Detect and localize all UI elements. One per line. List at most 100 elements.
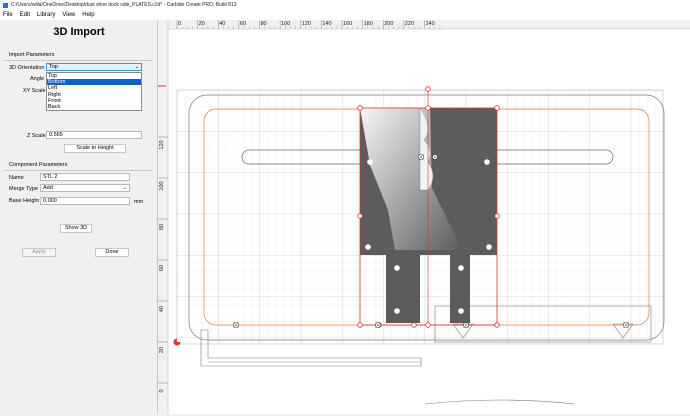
- mounting-hole: [394, 265, 400, 271]
- name-value: STL 2: [43, 174, 58, 180]
- x-tick-label: 160: [343, 21, 352, 27]
- orientation-label: 3D Orientation: [9, 65, 45, 71]
- selection-handle[interactable]: [425, 86, 431, 92]
- angle-label: Angle: [30, 76, 45, 82]
- mounting-hole: [367, 159, 373, 165]
- selection-handle[interactable]: [357, 213, 363, 219]
- orientation-select[interactable]: Top ⌄: [46, 63, 142, 71]
- z-scale-value: 0.565: [49, 132, 63, 138]
- selection-handle[interactable]: [357, 105, 363, 111]
- base-height-input[interactable]: 0.000: [40, 197, 130, 205]
- selection-handle[interactable]: [425, 105, 431, 111]
- app-icon: [3, 2, 8, 8]
- apply-button[interactable]: Apply: [22, 248, 56, 257]
- import-parameters-heading: Import Parameters: [9, 52, 55, 58]
- z-scale-input[interactable]: 0.565: [46, 131, 142, 139]
- orientation-option-back[interactable]: Back: [48, 103, 61, 110]
- menu-file[interactable]: File: [3, 12, 13, 18]
- x-tick-label: 120: [302, 21, 311, 27]
- merge-type-value: Add: [43, 185, 53, 191]
- selection-handle[interactable]: [411, 322, 417, 328]
- reference-box: [434, 305, 652, 343]
- x-ruler-ticks: 0 20 40 60 80 100 120 140 160 180 200 220 240: [176, 20, 441, 29]
- selection-handle[interactable]: [494, 322, 500, 328]
- y-tick-label: 20: [159, 347, 165, 353]
- chevron-down-icon: ⌄: [122, 185, 127, 191]
- mounting-hole: [365, 244, 371, 250]
- section-divider: [4, 60, 152, 61]
- orientation-option-top[interactable]: Top: [48, 73, 57, 79]
- y-tick-label: 40: [159, 306, 165, 312]
- x-tick-label: 200: [384, 21, 393, 27]
- v-marker-left: [452, 323, 474, 339]
- x-tick-label: 60: [240, 21, 246, 27]
- scale-to-height-button[interactable]: Scale to Height: [64, 144, 126, 153]
- z-scale-label: Z Scale: [27, 133, 46, 139]
- x-tick-label: 140: [322, 21, 331, 27]
- y-tick-label: 120: [159, 140, 165, 149]
- v-marker-right: [612, 323, 634, 339]
- window-title: C:/Users/willa/OneDrive/Desktop/dust sho…: [11, 2, 237, 8]
- selection-handle[interactable]: [425, 322, 431, 328]
- name-label: Name: [9, 175, 24, 181]
- component-parameters-heading: Component Parameters: [9, 162, 68, 168]
- x-tick-label: 100: [281, 21, 290, 27]
- menu-view[interactable]: View: [62, 12, 76, 18]
- anchor-marker-cross: [375, 322, 381, 328]
- merge-type-select[interactable]: Add ⌄: [40, 184, 130, 192]
- selection-handle[interactable]: [494, 105, 500, 111]
- chevron-down-icon: ⌄: [134, 64, 139, 70]
- menu-edit[interactable]: Edit: [19, 12, 31, 18]
- anchor-marker-cross: [623, 322, 629, 328]
- selection-handle[interactable]: [357, 322, 363, 328]
- x-tick-label: 240: [426, 21, 435, 27]
- y-tick-label: 80: [159, 224, 165, 230]
- menu-help[interactable]: Help: [82, 12, 95, 18]
- menu-bar: File Edit Library View Help: [0, 10, 690, 20]
- orientation-option-front[interactable]: Front: [48, 97, 61, 104]
- x-tick-label: 0: [178, 21, 181, 27]
- mounting-hole: [484, 159, 490, 165]
- selection-handle[interactable]: [494, 213, 500, 219]
- x-tick-label: 20: [199, 21, 205, 27]
- top-ruler: [158, 20, 690, 29]
- import-panel: 3D Import Import Parameters 3D Orientati…: [0, 20, 158, 414]
- orientation-option-bottom[interactable]: Bottom: [47, 79, 141, 86]
- base-height-value: 0.000: [43, 198, 57, 204]
- part-holes: [365, 159, 492, 314]
- x-tick-label: 180: [364, 21, 373, 27]
- anchor-markers: [233, 154, 629, 328]
- title-bar: C:/Users/willa/OneDrive/Desktop/dust sho…: [0, 0, 690, 10]
- done-button[interactable]: Done: [95, 248, 129, 257]
- orientation-option-left[interactable]: Left: [48, 85, 58, 92]
- grid-border: [176, 89, 664, 345]
- anchor-marker-cross: [463, 322, 469, 328]
- anchor-marker-cross: [233, 322, 239, 328]
- x-tick-label: 220: [405, 21, 414, 27]
- base-height-label: Base Height: [9, 198, 39, 204]
- design-canvas[interactable]: 0 20 40 60 80 100 120 140 160 180 200 220 240 120 100…: [158, 20, 690, 414]
- bracket-outline: [200, 329, 422, 367]
- x-tick-label: 80: [261, 21, 267, 27]
- stock-outline: [188, 94, 665, 341]
- panel-title: 3D Import: [53, 26, 105, 38]
- mounting-hole: [486, 244, 492, 250]
- orientation-option-right[interactable]: Right: [48, 91, 61, 98]
- left-ruler: [158, 20, 168, 414]
- y-tick-label: 60: [159, 265, 165, 271]
- show-3d-button[interactable]: Show 3D: [60, 224, 92, 233]
- section-divider: [4, 170, 152, 171]
- menu-library[interactable]: Library: [37, 12, 56, 18]
- mounting-hole: [458, 308, 464, 314]
- anchor-marker-cross: [418, 154, 424, 160]
- anchor-marker-cross: [432, 154, 438, 160]
- mounting-hole: [458, 265, 464, 271]
- part-highlight: [360, 108, 462, 250]
- merge-type-label: Merge Type: [9, 186, 38, 192]
- x-tick-label: 40: [219, 21, 225, 27]
- name-input[interactable]: STL 2: [40, 173, 130, 181]
- mounting-hole: [394, 308, 400, 314]
- orientation-value: Top: [49, 64, 58, 70]
